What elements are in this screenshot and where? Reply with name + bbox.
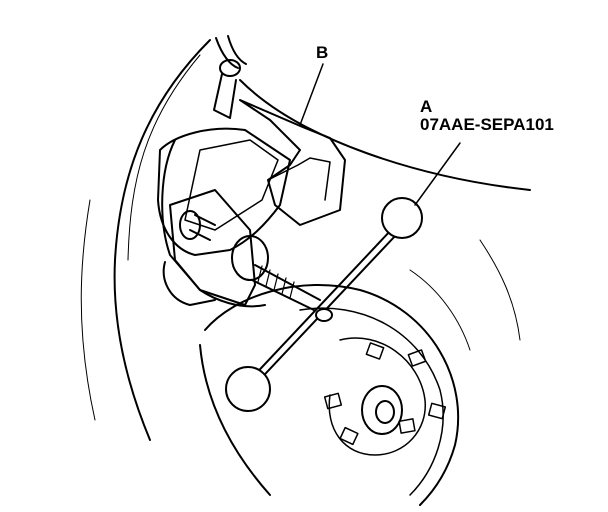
caliper-face [184,139,279,231]
tool-frame [169,189,256,306]
bracket-b [239,99,346,226]
leader-a [414,142,461,206]
knuckle-body [161,139,266,308]
leader-b [299,63,324,126]
wheel-stud [407,349,427,367]
wheel-stud [323,392,343,410]
hub-center-inner [375,400,395,424]
t-handle-hub [315,308,333,322]
t-handle-ball-lower [225,366,271,412]
background-stroke [479,239,521,341]
screw-knob [231,235,269,281]
label-b: B [316,43,329,62]
wheel-studs [323,342,447,446]
fender-edge [239,79,531,191]
hub-center [361,385,403,435]
upper-screw-head [179,210,201,240]
hub-face [328,337,426,456]
wheel-stud [398,418,416,434]
knuckle-lower [162,261,216,306]
hose-bracket [213,73,237,119]
label-a-part-number: 07AAE-SEPA101 [420,115,554,134]
hose-fitting [219,59,241,77]
t-handle-ball-upper [381,197,423,239]
wheel-stud [339,426,359,446]
wheel-stud [427,402,447,420]
t-handle-bar-fill [247,212,413,388]
fender-arc [113,39,211,441]
caliper-body [157,127,291,256]
tool-screw [254,264,321,301]
brake-hose [215,35,247,69]
label-a: A [420,97,433,116]
bracket-b-inner [267,157,331,201]
upper-screw [189,214,216,241]
fender-arc-inner [127,54,201,261]
tool-screw-2 [251,279,319,313]
rotor-outer [204,283,460,506]
wheel-stud [365,342,385,360]
background-stroke [409,269,471,351]
rotor-edge [199,344,271,496]
rotor-inner [299,307,444,496]
fender-lip [80,199,96,421]
screw-threads [257,265,295,299]
